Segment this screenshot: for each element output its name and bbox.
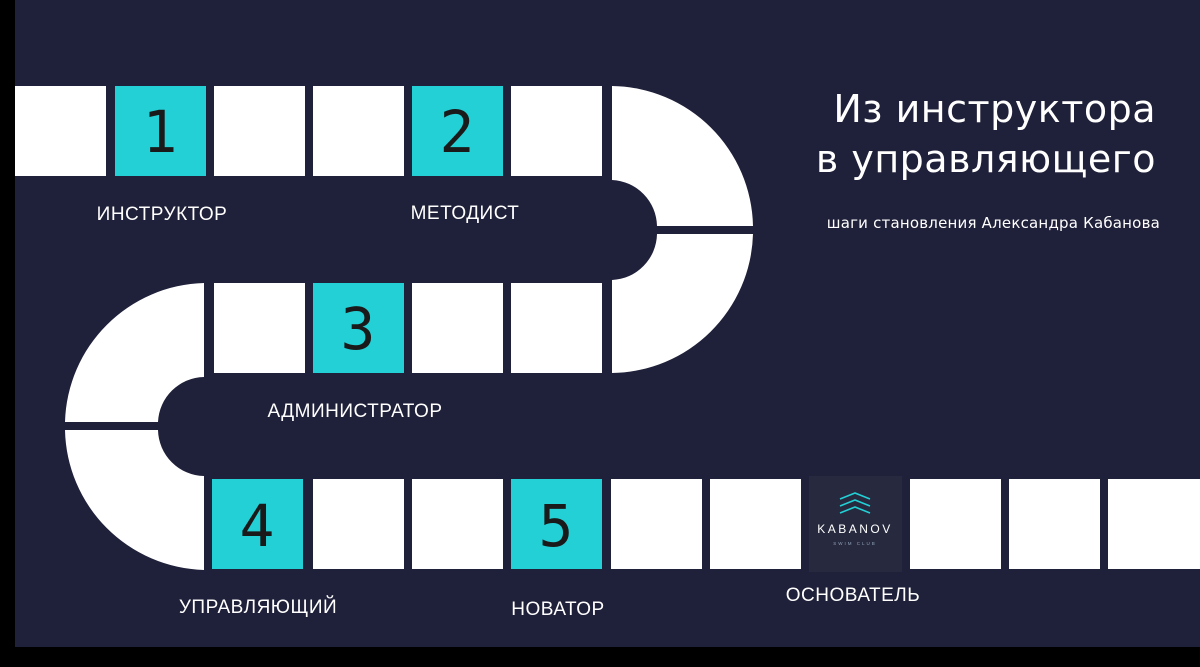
step-label-1: ИНСТРУКТОР: [96, 204, 228, 225]
board-cell: [511, 86, 602, 176]
board-cell: [214, 283, 305, 373]
step-cell-1: [115, 86, 206, 176]
board-cell: [910, 479, 1001, 569]
logo-wordmark: KABANOV: [817, 522, 893, 536]
step-label-final: ОСНОВАТЕЛЬ: [785, 585, 921, 606]
board-cell: [710, 479, 801, 569]
slide-title: Из инструктора в управляющего: [816, 84, 1156, 184]
step-cell-4: [212, 479, 303, 569]
step-number-5: 5: [539, 492, 574, 560]
board-cell: [1108, 479, 1200, 569]
step-number-1: 1: [143, 98, 178, 166]
board-cell: [313, 479, 404, 569]
step-label-5: НОВАТОР: [511, 599, 605, 620]
curve-cell-top-right: [612, 86, 753, 226]
step-number-3: 3: [341, 295, 376, 363]
board-cell: [412, 283, 503, 373]
step-cell-2: [412, 86, 503, 176]
slide-subtitle: шаги становления Александра Кабанова: [826, 214, 1160, 232]
curve-cell-bottom-right: [612, 234, 753, 373]
step-label-3: АДМИНИСТРАТОР: [267, 401, 443, 422]
board-cell: [15, 86, 106, 176]
step-cell-5: [511, 479, 602, 569]
title-line-2: в управляющего: [815, 137, 1156, 181]
curve-cell-bottom-left: [65, 430, 204, 570]
step-label-4: УПРАВЛЯЮЩИЙ: [178, 597, 338, 618]
step-label-2: МЕТОДИСТ: [410, 203, 520, 224]
board-cell: [611, 479, 702, 569]
board-cell: [1009, 479, 1100, 569]
board-cell: [412, 479, 503, 569]
board-cell: [313, 86, 404, 176]
step-number-4: 4: [240, 492, 275, 560]
title-line-1: Из инструктора: [833, 87, 1156, 131]
step-cell-3: [313, 283, 404, 373]
curve-cell-top-left: [65, 283, 204, 422]
board-cell: [511, 283, 602, 373]
step-number-2: 2: [440, 98, 475, 166]
board-cell: [214, 86, 305, 176]
waves-icon: [839, 492, 871, 514]
logo-subtext: SWIM CLUB: [833, 541, 877, 546]
kabanov-logo-cell: [809, 476, 902, 572]
